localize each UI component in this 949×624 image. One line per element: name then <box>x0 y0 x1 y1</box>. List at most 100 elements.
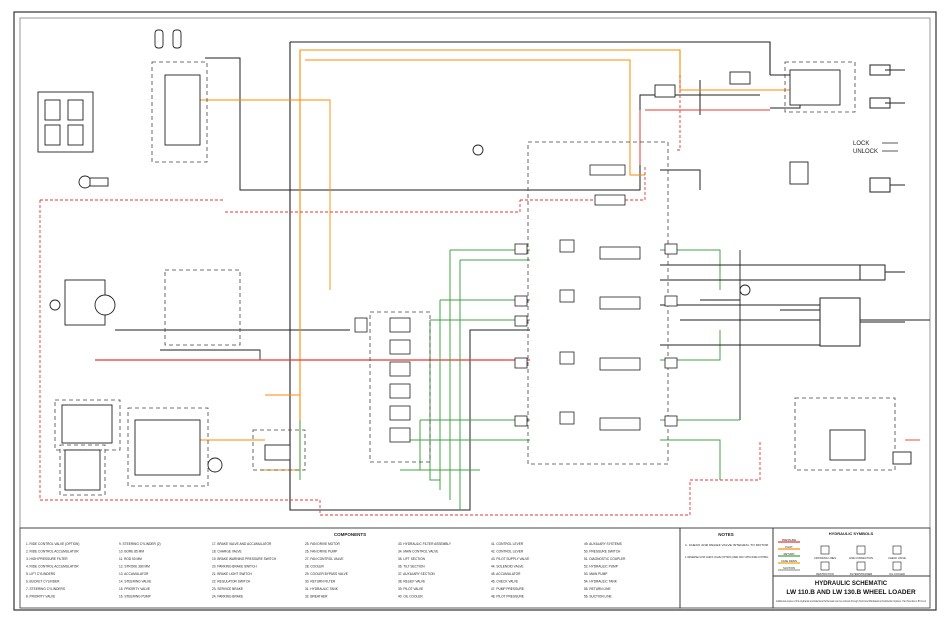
title-block-model: LW 110.B AND LW 130.B WHEEL LOADER <box>786 589 916 596</box>
components-header: COMPONENTS <box>334 532 366 537</box>
cylinders <box>819 64 905 347</box>
component-entry: 39. PILOT VALVE <box>398 587 423 591</box>
hydraulic-lines <box>39 41 930 516</box>
component-entry: 49. AUXILIARY SYSTEMS <box>584 542 622 546</box>
component-entry: 25. FAN DRIVE MOTOR <box>305 542 341 546</box>
pump-circle <box>49 299 61 311</box>
component-entry: 33. HYDRAULIC FILTER ASSEMBLY <box>398 542 452 546</box>
component-entry: 14. STEERING VALVE <box>119 580 151 584</box>
filter-block <box>61 404 113 444</box>
component-entry: 54. HYDRAULIC TANK <box>584 580 618 584</box>
legend-symbol-label: RESTRICTION <box>816 572 834 576</box>
legend-symbol-glyph <box>892 561 902 571</box>
component-entry: 51. DIAGNOSTIC COUPLER <box>584 557 626 561</box>
component-entry: 6. BUCKET CYLINDER <box>26 580 60 584</box>
legend-symbol-glyph <box>820 545 830 555</box>
lock-cylinder <box>869 177 891 193</box>
component-entry: 43. PILOT SUPPLY VALVE <box>491 557 529 561</box>
component-entry: 24. PARKING BRAKE <box>212 595 243 599</box>
component-entry: 37. AUXILIARY SECTION <box>398 572 435 576</box>
valve-section-1 <box>599 246 641 260</box>
component-entry: 52. HYDRAULIC PUMP <box>584 565 618 569</box>
legend-line-label: PILOT <box>785 545 793 549</box>
legend-symbol-label: CHECK VALVE <box>888 556 906 560</box>
component-entry: 42. CONTROL LEVER <box>491 550 524 554</box>
legend-lines: PRESSURE PILOT RETURN CASE DRAIN SUCTION <box>778 538 800 571</box>
component-entry: 18. CHARGE VALVE <box>212 550 242 554</box>
left-components <box>37 29 291 491</box>
title-block-title: HYDRAULIC SCHEMATIC <box>815 581 888 587</box>
legend-line-label: RETURN <box>784 552 795 556</box>
component-entry: 35. LIFT SECTION <box>398 557 426 561</box>
component-entry: 5. LIFT CYLINDERS <box>26 572 55 576</box>
legend-symbol-label: LINE CONNECTION <box>849 556 873 560</box>
component-entry: 2. RIDE CONTROL ACCUMULATOR <box>26 550 79 554</box>
component-entry: 41. CONTROL LEVER <box>491 542 524 546</box>
legend-line-label: CASE DRAIN <box>781 559 797 563</box>
legend-symbol-glyph <box>856 545 866 555</box>
component-entry: 16. STEERING PUMP <box>119 595 151 599</box>
component-entry: 55. RETURN LINE <box>584 587 611 591</box>
component-entry: 50. PRESSURE SWITCH <box>584 550 621 554</box>
valve-section-2 <box>599 296 641 310</box>
priority-valve-circle <box>94 294 116 316</box>
note-entry: 1. CHECK AND RELIEF VALVE INTEGRAL TO MO… <box>685 543 769 547</box>
component-entry: 30. RETURN FILTER <box>305 580 336 584</box>
component-entry: 7. STEERING CYLINDERS <box>26 587 65 591</box>
component-entry: 38. RELIEF VALVE <box>398 580 425 584</box>
legend-symbol-glyph <box>892 545 902 555</box>
legend-line-label: SUCTION <box>783 566 795 570</box>
lift-cylinder <box>859 264 886 281</box>
component-entry: 8. PRIORITY VALVE <box>26 595 55 599</box>
component-entry: 36. TILT SECTION <box>398 565 425 569</box>
notes-list: 1. CHECK AND RELIEF VALVE INTEGRAL TO MO… <box>685 543 769 559</box>
component-entry: 22. REGULATOR SWITCH <box>212 580 251 584</box>
title-block-subtitle: Additional copies of this Hydraulic and … <box>776 599 927 603</box>
component-entry: 27. FAN CONTROL VALVE <box>305 557 344 561</box>
valve-section-3 <box>599 357 641 371</box>
legend-symbol-label: FILTER/STRAINER <box>850 572 873 576</box>
component-entry: 56. SUCTION LINE <box>584 595 612 599</box>
component-entry: 26. FAN DRIVE PUMP <box>305 550 337 554</box>
component-entry: 21. BRAKE LIGHT SWITCH <box>212 572 252 576</box>
component-entry: 9. STEERING CYLINDER (2) <box>119 542 161 546</box>
component-entry: 13. ACCUMULATOR <box>119 572 149 576</box>
legend-symbol-glyph <box>856 561 866 571</box>
legend-line-label: PRESSURE <box>782 538 797 542</box>
component-entry: 31. HYDRAULIC TANK <box>305 587 339 591</box>
component-entry: 46. CHECK VALVE <box>491 580 518 584</box>
legend-header: HYDRAULIC SYMBOLS <box>829 531 874 536</box>
tilt-cylinder <box>819 297 861 347</box>
legend-symbol-glyph <box>820 561 830 571</box>
lock-label: LOCK <box>853 141 869 147</box>
brake-valve-block <box>164 74 201 146</box>
note-entry: 2. REVERSE FLOW CHECK VALVE (OPTION) USE… <box>685 555 769 559</box>
component-entry: 15. PRIORITY VALVE <box>119 587 150 591</box>
component-entry: 19. BRAKE WARNING PRESSURE SWITCH <box>212 557 277 561</box>
valve-section-4 <box>599 417 641 431</box>
component-entry: 32. BREATHER <box>305 595 328 599</box>
component-entry: 47. PUMP PRESSURE <box>491 587 524 591</box>
component-entry: 4. RIDE CONTROL ACCUMULATOR <box>26 565 79 569</box>
component-entry: 28. COOLER <box>305 565 324 569</box>
component-entry: 45. ACCUMULATOR <box>491 572 521 576</box>
component-entry: 23. SERVICE BRAKE <box>212 587 243 591</box>
legend-symbols: CROSSING LINES LINE CONNECTION CHECK VALVE… <box>814 545 906 576</box>
legend-symbol-label: CROSSING LINES <box>814 556 836 560</box>
component-entry: 48. PILOT PRESSURE <box>491 595 524 599</box>
fan-drive-block <box>134 419 201 476</box>
main-control-valve <box>514 164 678 431</box>
component-entry: 12. STROKE 380 MM <box>119 565 150 569</box>
component-entry: 3. HIGH PRESSURE FILTER <box>26 557 68 561</box>
notes-header: NOTES <box>718 532 734 537</box>
component-entry: 53. MAIN PUMP <box>584 572 607 576</box>
component-entry: 44. SOLENOID VALVE <box>491 565 523 569</box>
component-entry: 17. BRAKE VALVE AND ACCUMULATOR <box>212 542 272 546</box>
component-entry: 1. RIDE CONTROL VALVE (OPTION) <box>26 542 79 546</box>
component-entry: 10. BORE 85 MM <box>119 550 144 554</box>
right-components <box>472 69 912 465</box>
components-list: 1. RIDE CONTROL VALVE (OPTION) 2. RIDE CO… <box>26 542 626 599</box>
component-entry: 40. OIL COOLER <box>398 595 423 599</box>
unlock-label: UNLOCK <box>853 149 878 155</box>
